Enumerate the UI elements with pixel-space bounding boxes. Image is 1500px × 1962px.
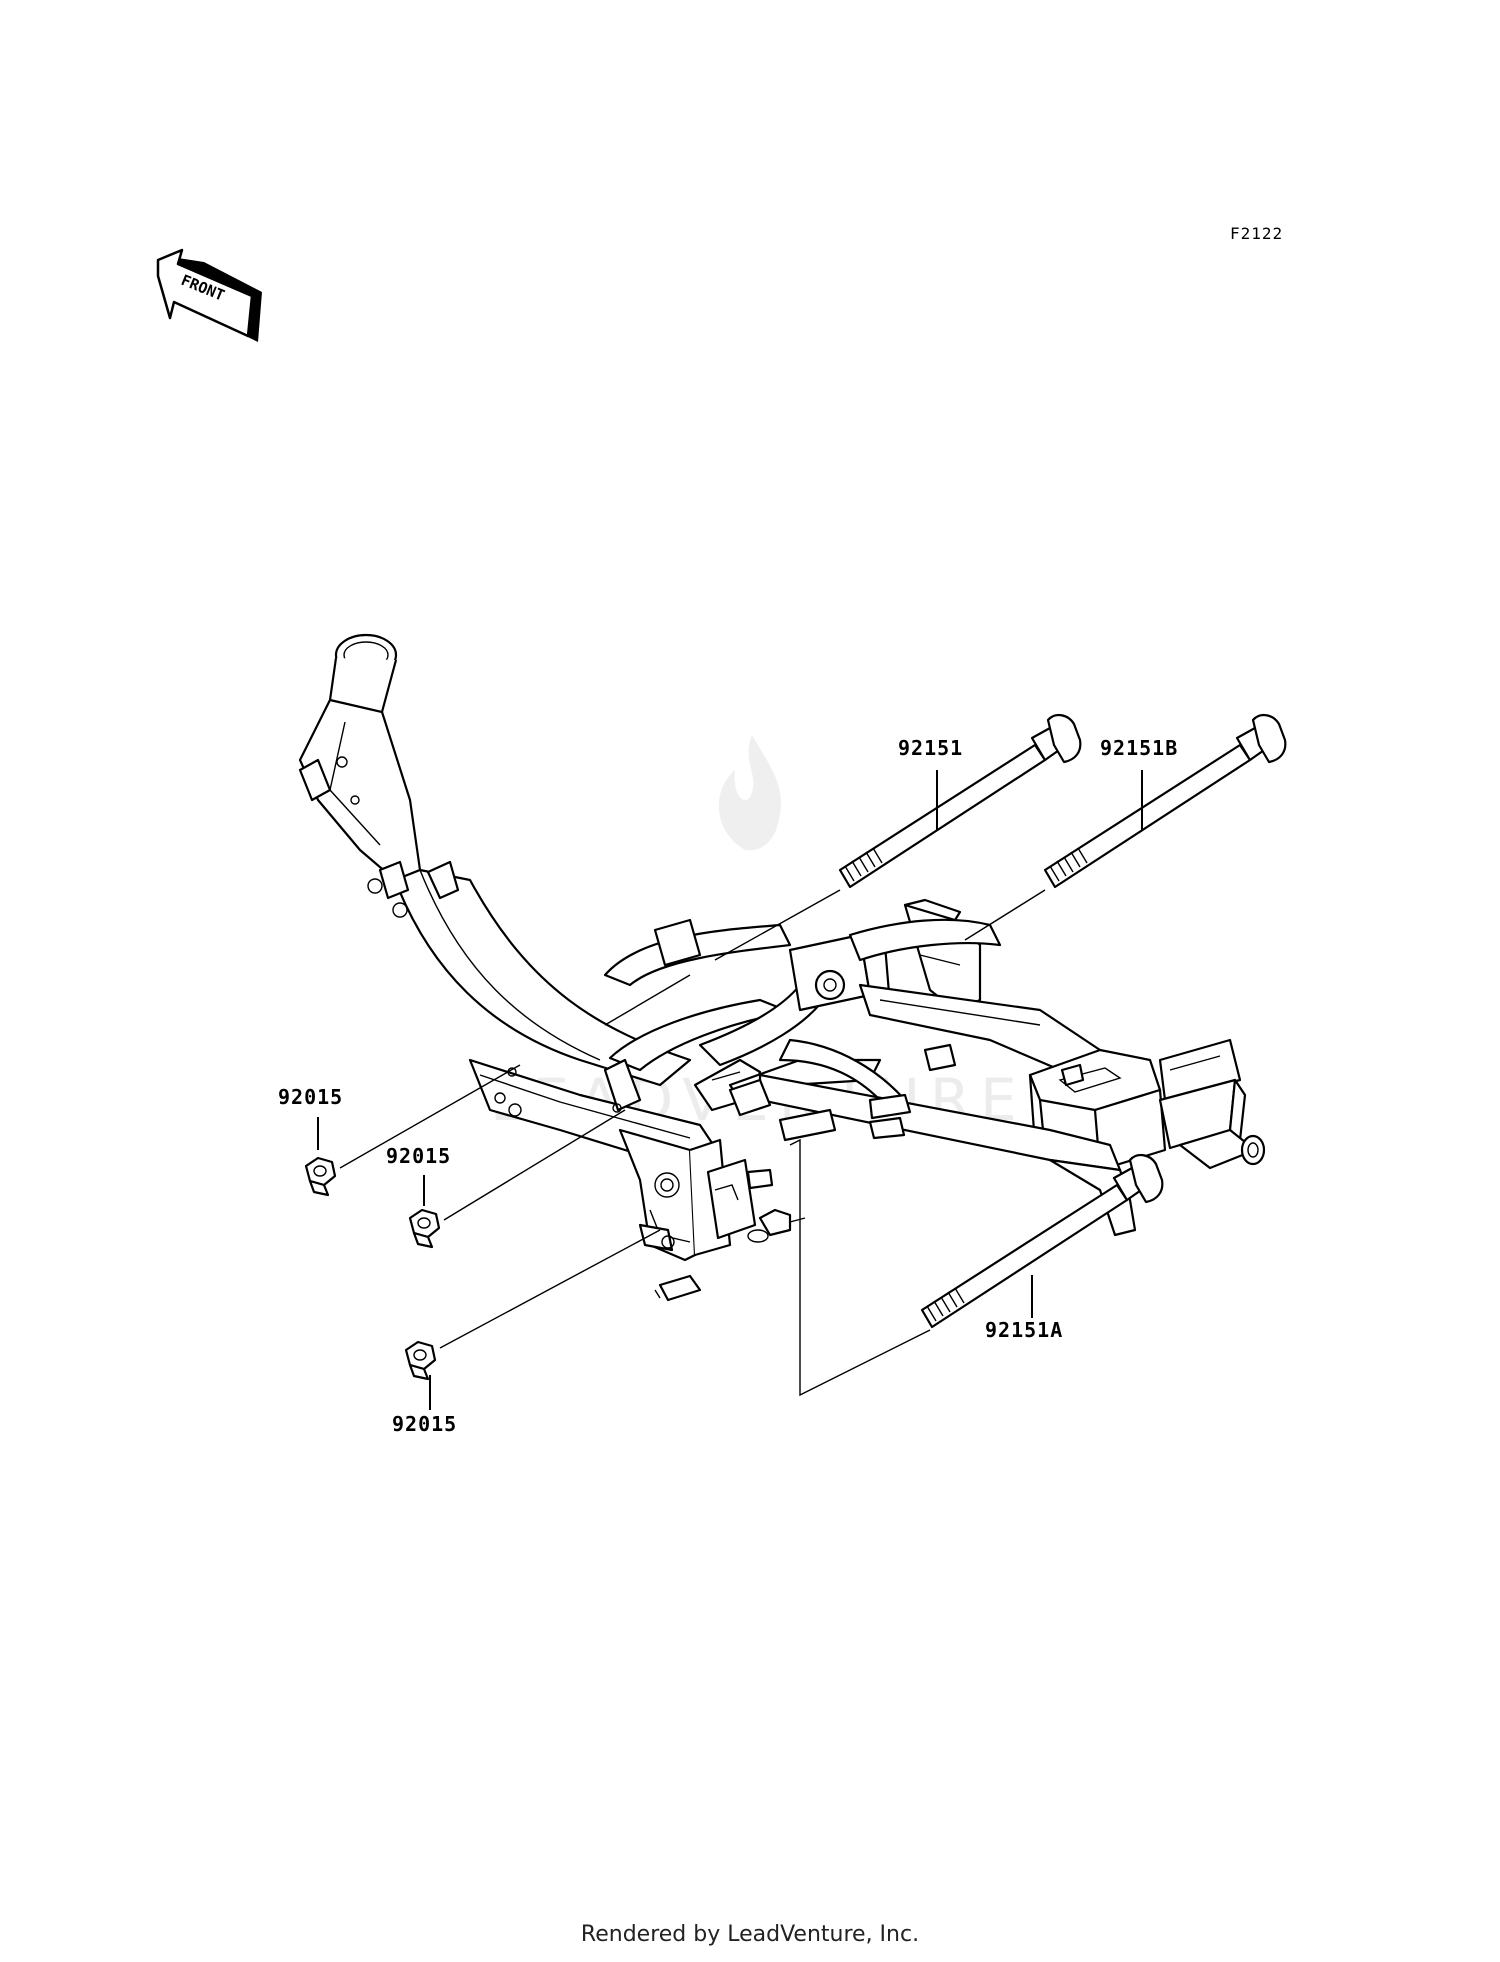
flame-watermark-icon xyxy=(718,735,781,851)
nut-92015-lower xyxy=(404,1340,437,1381)
frame-assembly xyxy=(298,633,1266,1302)
part-label-92015-lower: 92015 xyxy=(392,1412,457,1436)
part-label-92015-upper: 92015 xyxy=(278,1085,343,1109)
leader-lines xyxy=(317,770,1143,1410)
part-label-92151b: 92151B xyxy=(1100,736,1178,760)
nut-92015-upper xyxy=(304,1156,337,1197)
diagram-ref-code: F2122 xyxy=(1230,224,1283,243)
bolt-92151b xyxy=(1043,714,1287,889)
front-arrow-icon: FRONT xyxy=(156,248,262,342)
bolt-92151 xyxy=(838,714,1082,889)
part-label-92015-middle: 92015 xyxy=(386,1144,451,1168)
footer-credit: Rendered by LeadVenture, Inc. xyxy=(580,1922,920,1947)
part-label-92151: 92151 xyxy=(898,736,963,760)
nut-92015-middle xyxy=(408,1208,441,1249)
part-label-92151a: 92151A xyxy=(985,1318,1063,1342)
bolt-92151a xyxy=(920,1154,1164,1329)
